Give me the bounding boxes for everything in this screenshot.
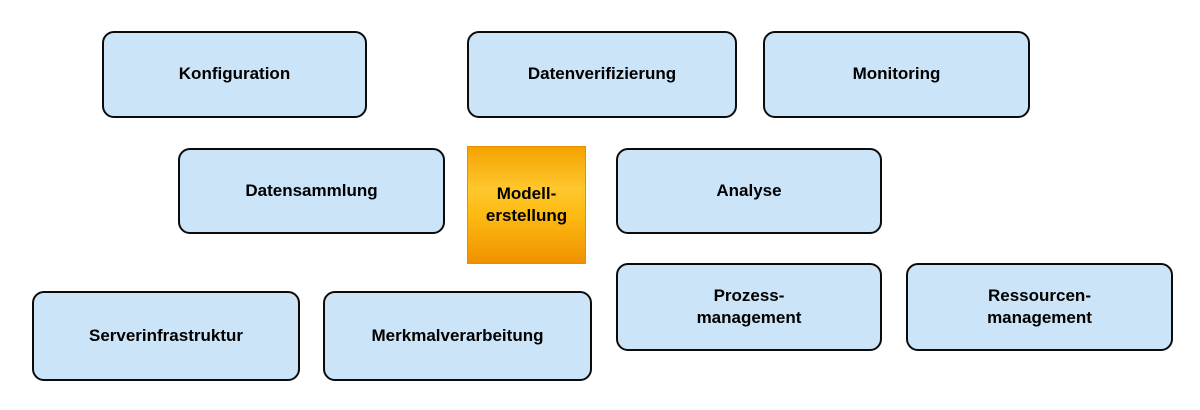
node-datenverifizierung-label: Datenverifizierung [527,64,677,84]
node-datensammlung: Datensammlung [178,148,445,234]
node-monitoring-label: Monitoring [852,64,941,84]
node-prozessmanagement-label: Prozess- management [696,285,802,327]
node-ressourcenmanagement-label: Ressourcen- management [987,285,1092,327]
node-analyse: Analyse [616,148,882,234]
node-prozessmanagement: Prozess- management [616,263,882,351]
node-analyse-label: Analyse [716,180,782,200]
node-serverinfrastruktur: Serverinfrastruktur [32,291,300,381]
node-datenverifizierung: Datenverifizierung [467,31,737,118]
node-serverinfrastruktur-label: Serverinfrastruktur [88,325,243,345]
node-konfiguration-label: Konfiguration [178,64,291,84]
node-modellerstellung-highlighted: Modell- erstellung [467,146,586,264]
node-monitoring: Monitoring [763,31,1030,118]
node-modellerstellung-label: Modell- erstellung [485,183,568,225]
node-merkmalverarbeitung-label: Merkmalverarbeitung [371,325,544,345]
node-datensammlung-label: Datensammlung [245,180,378,200]
node-ressourcenmanagement: Ressourcen- management [906,263,1173,351]
node-merkmalverarbeitung: Merkmalverarbeitung [323,291,592,381]
node-konfiguration: Konfiguration [102,31,367,118]
